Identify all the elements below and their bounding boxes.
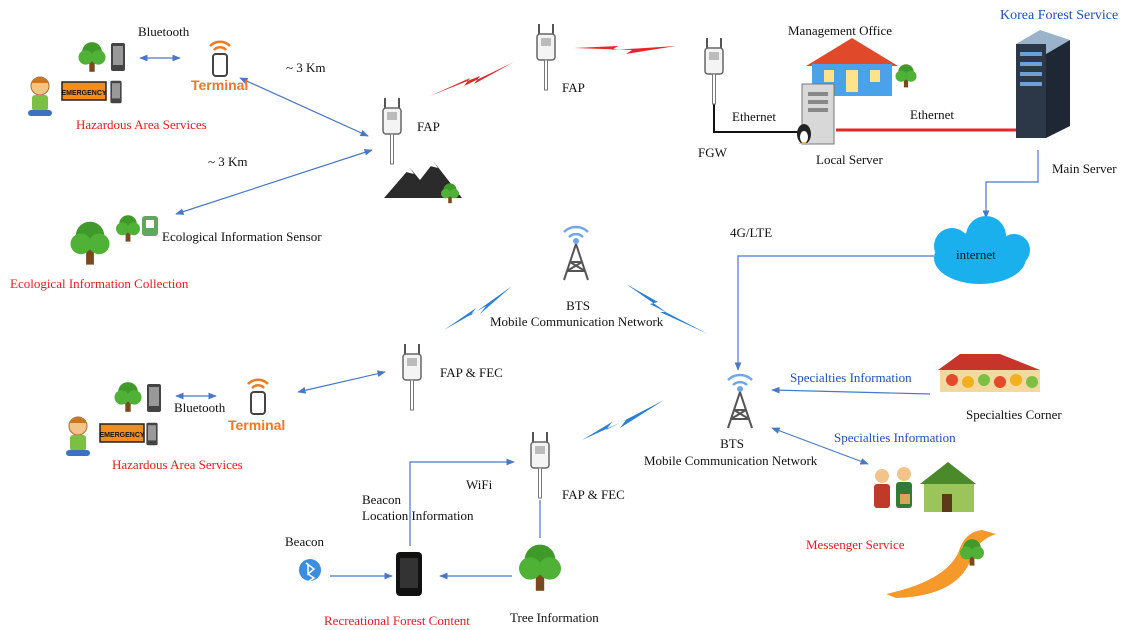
management-office-label: Management Office	[788, 23, 893, 38]
wireless-blue-2	[626, 284, 708, 334]
wireless-red-1	[430, 62, 514, 96]
beacon-location-label-1: Beacon	[362, 492, 401, 507]
messenger-person-icon	[874, 467, 912, 508]
messenger-house-icon	[920, 462, 976, 512]
eco-collection-label: Ecological Information Collection	[10, 276, 189, 291]
bts-network-label-top: Mobile Communication Network	[490, 314, 664, 329]
terminal-label-top: Terminal	[191, 77, 249, 93]
messenger-service-label: Messenger Service	[806, 537, 905, 552]
wifi-label: WiFi	[466, 477, 493, 492]
linux-penguin-icon	[797, 124, 811, 144]
lte-link	[734, 255, 934, 371]
fap-fec-terminal-link	[297, 370, 386, 394]
korea-forest-service-label: Korea Forest Service	[1000, 8, 1119, 23]
terminal-label-bottom: Terminal	[228, 417, 286, 433]
fap-label-top: FAP	[562, 80, 585, 95]
fap-fec-antenna-2	[530, 431, 550, 499]
wireless-red-2	[574, 46, 676, 54]
local-server-label: Local Server	[816, 152, 883, 167]
emergency-sign-icon-bottom	[99, 423, 145, 443]
hazard-services-label-top: Hazardous Area Services	[76, 117, 207, 132]
emergency-sign-icon	[61, 81, 107, 101]
fap-antenna-top	[536, 23, 556, 91]
office-tree-icon	[895, 64, 917, 88]
fap-label-mid: FAP	[417, 119, 440, 134]
internet-cloud-icon	[934, 216, 1030, 284]
fgw-antenna	[704, 37, 724, 105]
specialties-info-label-1: Specialties Information	[790, 370, 912, 385]
fap-fec-label-2: FAP & FEC	[562, 487, 625, 502]
specialties-link-2	[771, 427, 869, 465]
main-server-internet-link	[982, 150, 1039, 219]
tree-information-label: Tree Information	[510, 610, 599, 625]
recreational-forest-label: Recreational Forest Content	[324, 613, 470, 628]
ethernet-label-2: Ethernet	[910, 107, 955, 122]
local-server-icon	[801, 83, 835, 145]
km-link-2	[175, 149, 373, 215]
fgw-label: FGW	[698, 145, 727, 160]
eco-sensor-label: Ecological Information Sensor	[162, 229, 322, 244]
bluetooth-label-top: Bluetooth	[138, 24, 190, 39]
hazard-cluster-bottom: EMERGENCY	[65, 378, 269, 457]
wifi-link	[409, 458, 515, 546]
bts-label-top: BTS	[566, 298, 590, 313]
bluetooth-label-bottom: Bluetooth	[174, 400, 226, 415]
lte-label: 4G/LTE	[730, 225, 773, 240]
bts-network-label-bottom: Mobile Communication Network	[644, 453, 818, 468]
wireless-links	[430, 46, 708, 440]
distance-label-1: ~ 3 Km	[286, 60, 326, 75]
bts-label-bottom: BTS	[720, 436, 744, 451]
beacon-location-label-2: Location Information	[362, 508, 474, 523]
tree-info-tree-icon	[519, 544, 561, 591]
specialties-corner-label: Specialties Corner	[966, 407, 1062, 422]
distance-label-2: ~ 3 Km	[208, 154, 248, 169]
phone-icon-bottom	[147, 384, 161, 412]
specialties-link-1	[771, 386, 931, 395]
internet-label: internet	[956, 247, 996, 262]
child-icon	[27, 76, 53, 117]
links	[139, 54, 1039, 580]
tree-icon-bottom	[114, 382, 142, 412]
ethernet-label-1: Ethernet	[732, 109, 777, 124]
eco-big-tree-icon	[70, 221, 110, 265]
wireless-blue-1	[444, 286, 512, 330]
child-icon-bottom	[65, 416, 91, 457]
emergency-sign-text-bottom: EMERGENCY	[99, 432, 144, 439]
emergency-phone-icon-bottom	[146, 422, 158, 446]
fap-fec-antenna-1	[402, 343, 422, 411]
km-link-1	[239, 77, 369, 137]
main-server-label: Main Server	[1052, 161, 1117, 176]
emergency-sign-text: EMERGENCY	[61, 90, 106, 97]
eco-small-tree-icon	[116, 215, 140, 242]
eco-sensor-icon	[142, 216, 158, 236]
emergency-phone-icon	[110, 80, 122, 104]
beacon-label: Beacon	[285, 534, 324, 549]
bts-tower-top	[562, 225, 590, 282]
fap-fec-label-1: FAP & FEC	[440, 365, 503, 380]
specialties-info-label-2: Specialties Information	[834, 430, 956, 445]
bts-tower-bottom	[726, 373, 754, 430]
fap-antenna-mountain	[382, 97, 402, 165]
wireless-blue-3	[582, 400, 664, 440]
terminal-icon	[209, 40, 231, 77]
hazard-cluster-top: EMERGENCY	[27, 40, 231, 117]
terminal-icon-bottom	[247, 378, 269, 415]
specialties-corner-icon	[938, 354, 1040, 392]
hazard-services-label-bottom: Hazardous Area Services	[112, 457, 243, 472]
beacon-icon	[299, 559, 321, 584]
tree-icon	[78, 42, 106, 72]
mountain-icon	[384, 162, 462, 204]
smartphone-icon	[396, 552, 422, 596]
main-server-icon	[1016, 30, 1070, 138]
phone-icon	[111, 43, 125, 71]
